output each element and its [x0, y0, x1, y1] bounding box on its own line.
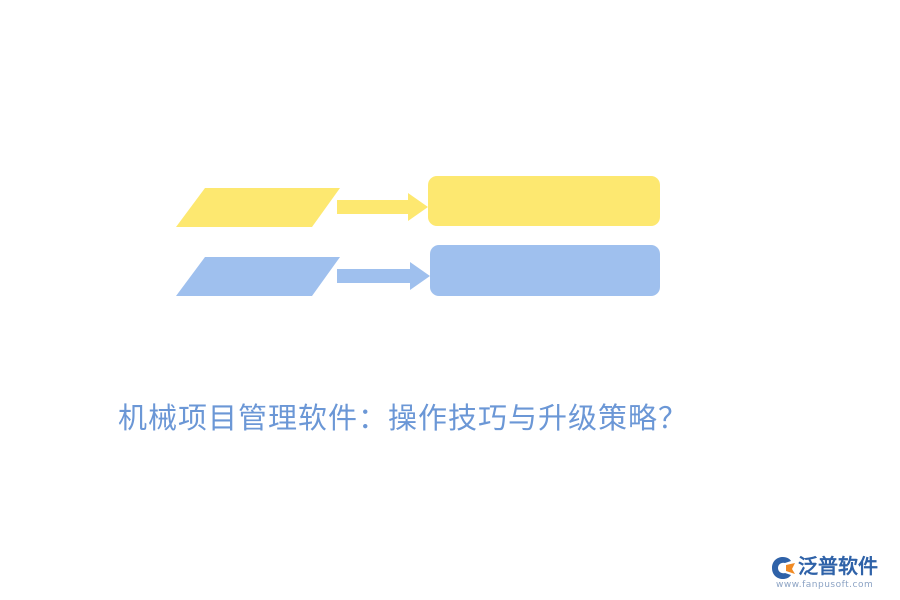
- brand-logo: 泛普软件 www.fanpusoft.com: [768, 553, 893, 593]
- logo-brand-name: 泛普软件: [798, 554, 878, 578]
- page-title: 机械项目管理软件：操作技巧与升级策略？: [118, 401, 689, 435]
- logo-url: www.fanpusoft.com: [776, 580, 874, 590]
- blue-rounded-box: [430, 245, 660, 296]
- yellow-parallelogram: [176, 188, 340, 227]
- blue-parallelogram: [176, 257, 340, 296]
- fanpu-logo-icon: [772, 557, 795, 579]
- yellow-arrow: [337, 193, 428, 221]
- yellow-rounded-box: [428, 176, 660, 226]
- blue-arrow: [337, 262, 430, 290]
